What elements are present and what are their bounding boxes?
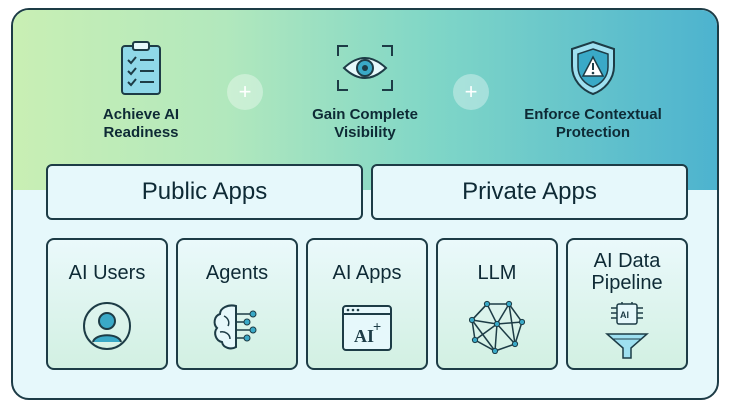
public-apps-box: Public Apps xyxy=(46,164,363,220)
pillar-label: Achieve AI Readiness xyxy=(102,106,180,141)
chip-funnel-icon: AI xyxy=(605,302,649,359)
card-ai-data-pipeline: AI Data Pipeline AI xyxy=(566,238,688,370)
card-agents: Agents xyxy=(176,238,298,370)
card-ai-users: AI Users xyxy=(46,238,168,370)
brain-circuit-icon xyxy=(213,304,257,350)
pillar-label: Enforce Contextual Protection xyxy=(524,106,662,141)
card-label: AI Data Pipeline xyxy=(591,250,663,294)
chip-text: AI xyxy=(620,310,629,320)
card-label: LLM xyxy=(477,262,517,284)
card-label: AI Users xyxy=(68,262,146,284)
neural-network-icon xyxy=(469,300,525,354)
capabilities-band xyxy=(13,10,717,190)
ai-app-plus: + xyxy=(373,318,381,334)
pillar-ai-readiness: Achieve AI Readiness xyxy=(51,40,231,142)
card-ai-apps: AI Apps AI + xyxy=(306,238,428,370)
card-label: Agents xyxy=(205,262,269,284)
private-apps-label: Private Apps xyxy=(462,178,597,205)
card-label: AI Apps xyxy=(332,262,402,284)
pillar-label: Gain Complete Visibility xyxy=(312,106,418,141)
plus-separator-1: + xyxy=(227,74,263,110)
pillar-visibility: Gain Complete Visibility xyxy=(275,40,455,142)
pillar-protection: Enforce Contextual Protection xyxy=(503,40,683,142)
public-apps-label: Public Apps xyxy=(141,178,268,205)
private-apps-box: Private Apps xyxy=(371,164,688,220)
plus-separator-2: + xyxy=(453,74,489,110)
eye-scan-icon xyxy=(337,45,393,91)
ai-app-text: AI xyxy=(354,326,374,346)
ai-app-window-icon: AI + xyxy=(342,305,392,351)
shield-warning-icon xyxy=(571,40,615,96)
clipboard-checklist-icon xyxy=(121,41,161,95)
card-llm: LLM xyxy=(436,238,558,370)
user-avatar-icon xyxy=(83,302,131,350)
diagram-frame: Achieve AI Readiness + Gain Complete Vis… xyxy=(11,8,719,400)
